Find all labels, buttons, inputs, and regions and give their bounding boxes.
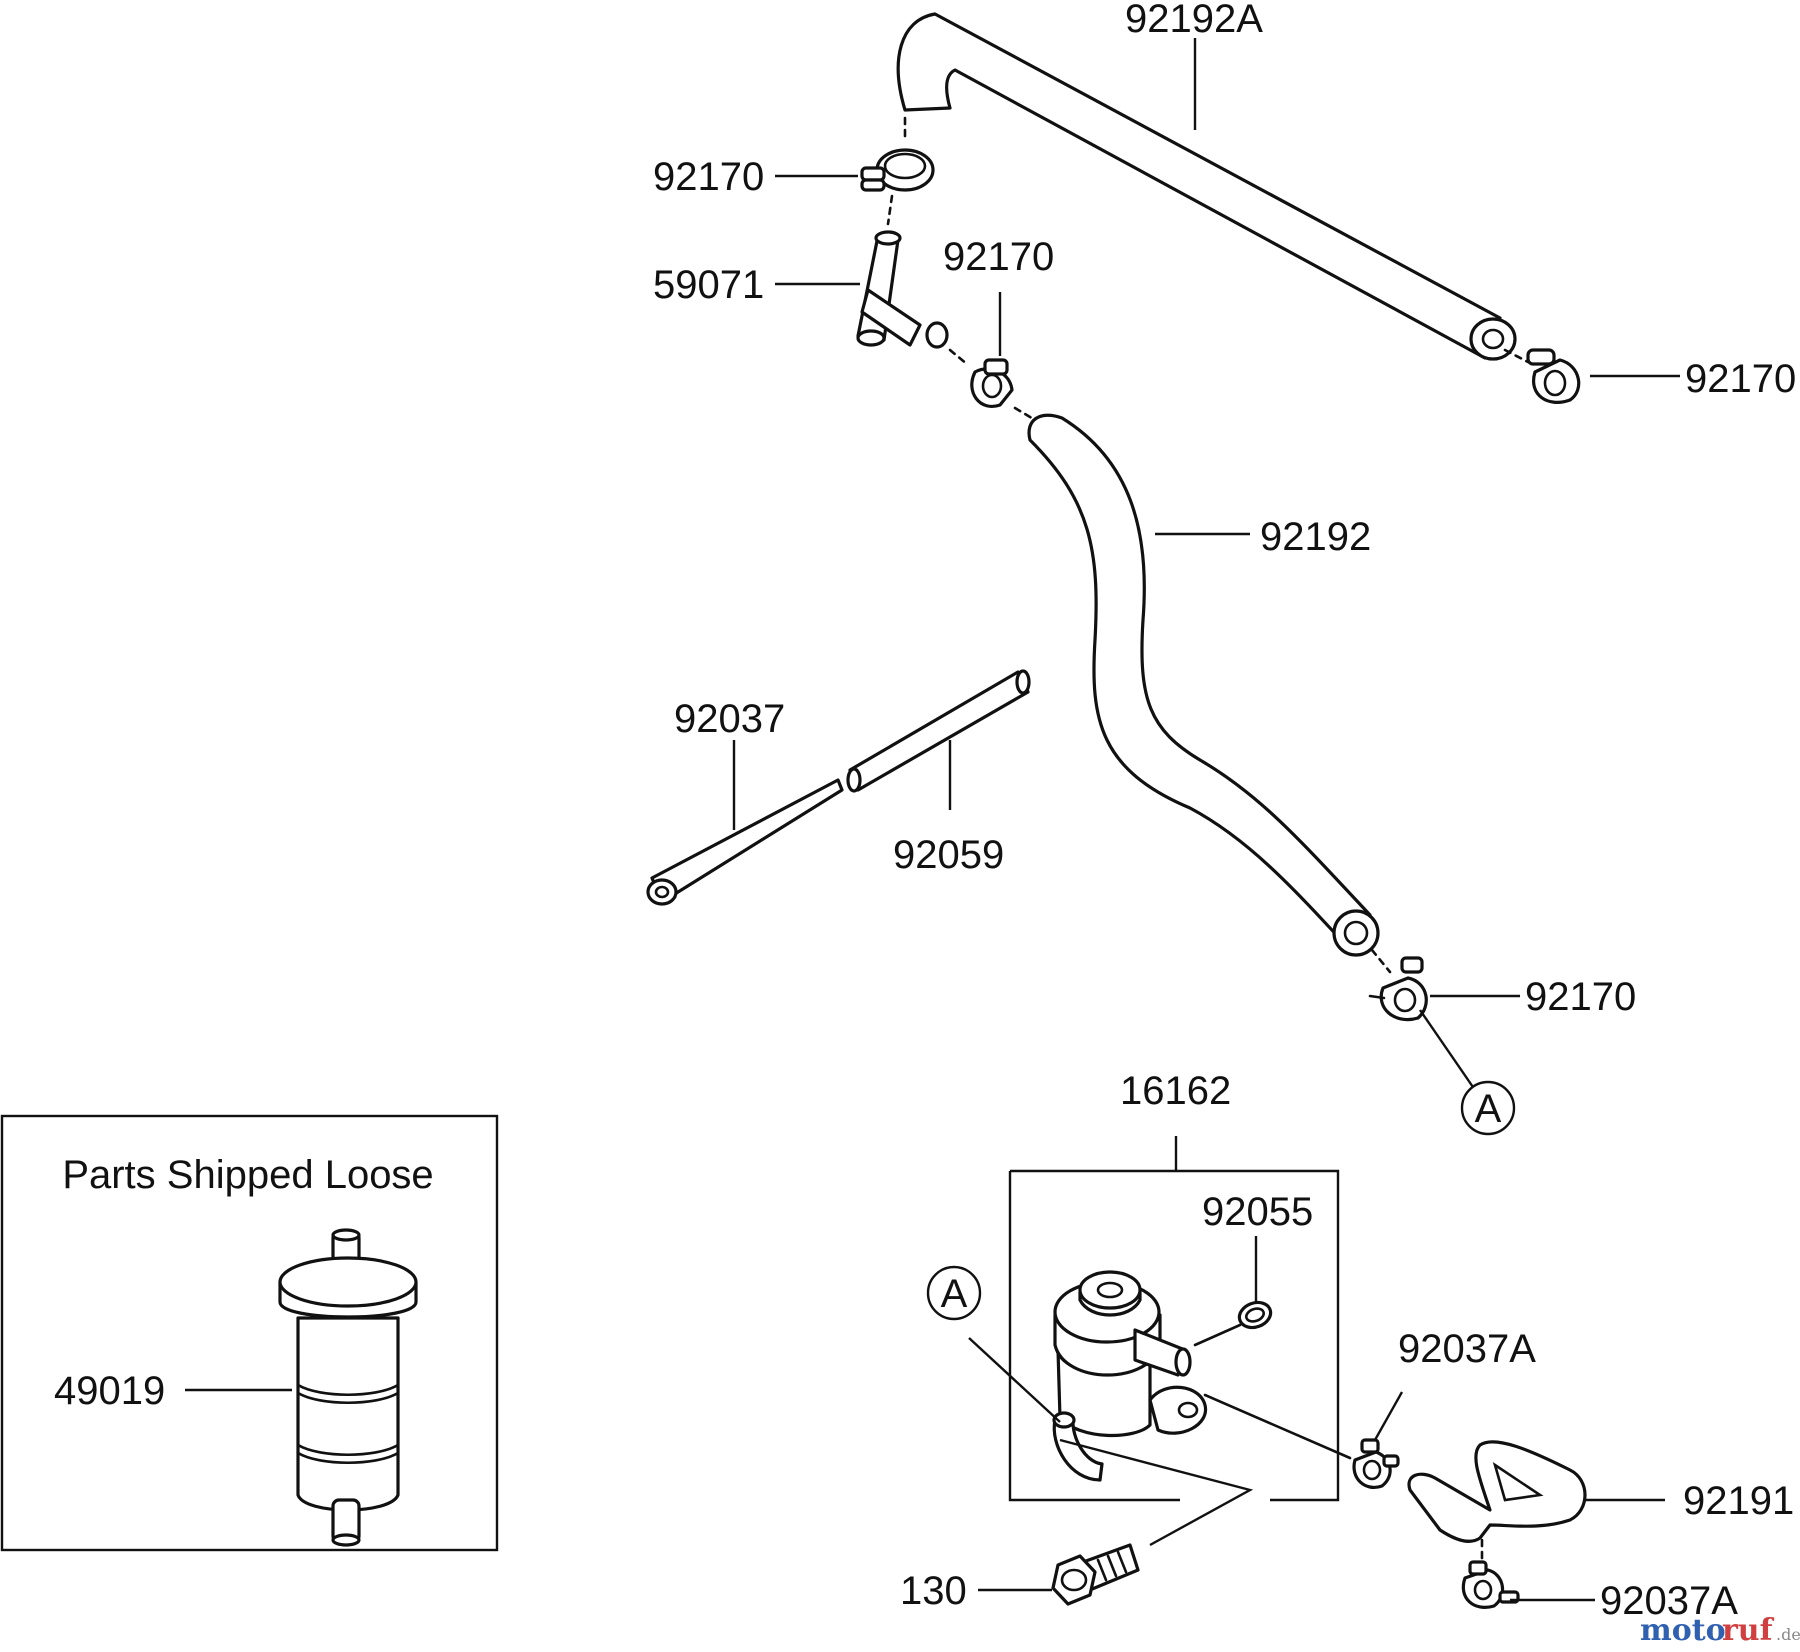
clamp-92170-lower[interactable] [1368, 956, 1428, 1022]
label-92170-lower: 92170 [1525, 975, 1636, 1019]
label-92170-mid: 92170 [943, 235, 1054, 279]
fuel-filter-49019[interactable] [278, 1228, 418, 1547]
svg-text:A: A [941, 1272, 968, 1316]
tube-92059[interactable] [846, 669, 1031, 793]
svg-text:ruf: ruf [1722, 1613, 1775, 1648]
hose-92191[interactable] [1407, 1440, 1587, 1543]
svg-text:moto: moto [1640, 1613, 1726, 1648]
label-92037: 92037 [674, 697, 785, 741]
rod-92037[interactable] [646, 778, 844, 906]
svg-text:.de: .de [1776, 1625, 1800, 1644]
label-92055: 92055 [1202, 1190, 1313, 1234]
parts-shipped-loose-box: Parts Shipped Loose 49019 [0, 1114, 499, 1552]
label-16162: 16162 [1120, 1069, 1231, 1113]
label-59071: 59071 [653, 263, 764, 307]
hose-92192a[interactable] [896, 12, 1517, 361]
motoruf-watermark: moto ruf .de [1640, 1613, 1800, 1648]
clamp-92170-top-left[interactable] [860, 148, 935, 192]
clamp-92170-right[interactable] [1526, 348, 1581, 404]
regulator-16162[interactable] [1052, 1270, 1208, 1482]
label-92170-top-left: 92170 [653, 155, 764, 199]
label-92059: 92059 [893, 833, 1004, 877]
clamp-92037a-lower[interactable] [1461, 1560, 1520, 1609]
label-92170-right: 92170 [1685, 357, 1796, 401]
label-130: 130 [900, 1569, 967, 1613]
label-92192a: 92192A [1125, 0, 1263, 41]
label-49019: 49019 [54, 1369, 165, 1413]
clamp-92037a-upper[interactable] [1352, 1438, 1400, 1489]
label-92191: 92191 [1683, 1479, 1794, 1523]
bolt-130[interactable] [1051, 1543, 1140, 1606]
clamp-92170-mid[interactable] [970, 358, 1014, 408]
loose-box-title: Parts Shipped Loose [62, 1153, 433, 1197]
hose-92192[interactable] [1027, 413, 1380, 957]
joint-59071[interactable] [856, 230, 949, 349]
oring-92055[interactable] [1236, 1298, 1274, 1331]
label-92192: 92192 [1260, 515, 1371, 559]
svg-text:A: A [1475, 1087, 1502, 1131]
ref-circle-a-upper: A [1460, 1080, 1516, 1136]
ref-circle-a-lower: A [926, 1265, 982, 1321]
label-92037a-lower: 92037A [1600, 1579, 1738, 1623]
label-92037a-upper: 92037A [1398, 1327, 1536, 1371]
